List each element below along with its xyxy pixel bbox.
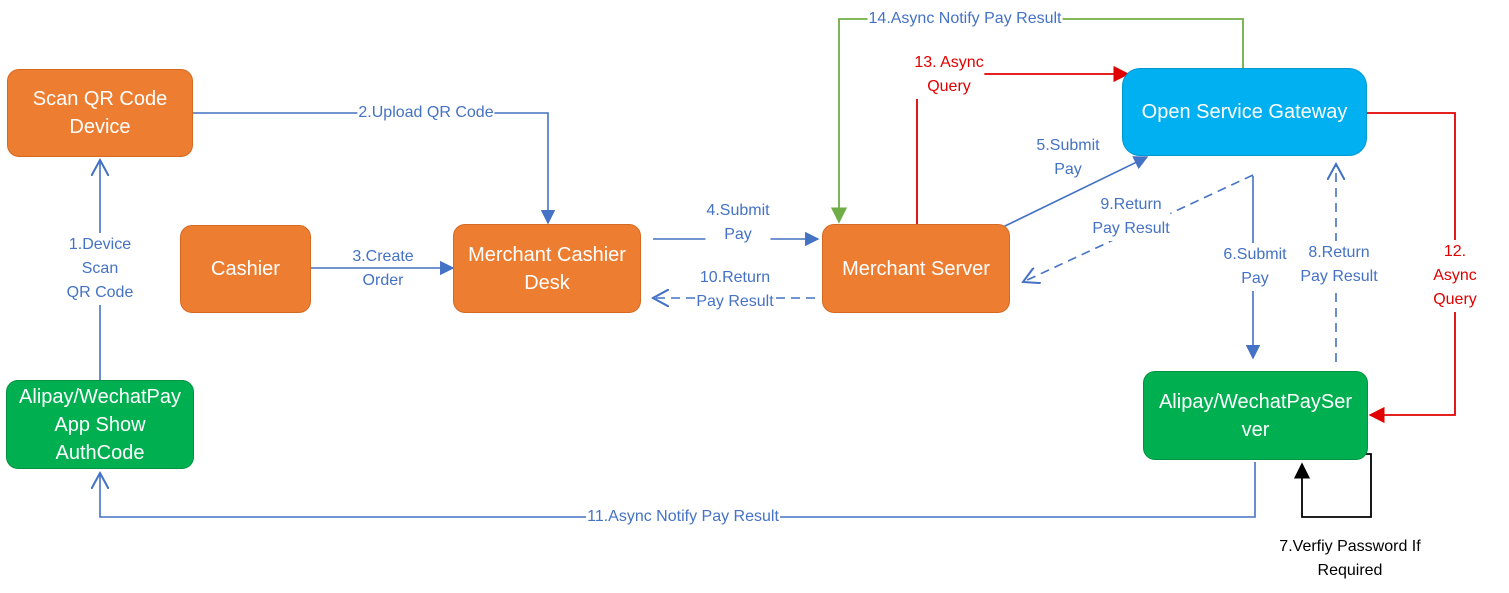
edge-6-label: 6.Submit Pay xyxy=(1222,243,1288,291)
merchant-cashier-desk-node: Merchant Cashier Desk xyxy=(453,224,641,313)
edge-7-label: 7.Verfiy Password If Required xyxy=(1279,538,1421,579)
edge-5-arrow xyxy=(1002,156,1149,228)
open-service-gateway-label: Open Service Gateway xyxy=(1141,101,1348,123)
wallet-server-label: Alipay/WechatPaySer ver xyxy=(1158,390,1353,441)
scan-qr-code-device-label: Scan QR Code Device xyxy=(32,88,168,138)
edge-5-label: 5.Submit Pay xyxy=(1036,137,1100,178)
scan-qr-code-device-node: Scan QR Code Device xyxy=(7,69,193,157)
merchant-server-node: Merchant Server xyxy=(822,224,1010,313)
wallet-app-label: Alipay/WechatPay App Show AuthCode xyxy=(19,385,181,464)
cashier-label: Cashier xyxy=(211,258,280,280)
edge-8-label: 8.Return Pay Result xyxy=(1299,241,1379,289)
merchant-cashier-desk-label: Merchant Cashier Desk xyxy=(468,243,626,294)
edge-13-label: 13. Async Query xyxy=(913,51,985,99)
edge-3-label: 3.Create Order xyxy=(352,248,414,289)
cashier-node: Cashier xyxy=(180,225,311,313)
edge-11-label: 11.Async Notify Pay Result xyxy=(586,505,780,529)
edge-12-label: 12. Async Query xyxy=(1428,240,1482,312)
edge-2-label: 2.Upload QR Code xyxy=(357,101,495,125)
wallet-server-node: Alipay/WechatPaySer ver xyxy=(1143,371,1368,460)
edge-2-arrow xyxy=(193,112,556,225)
edge-4-label: 4.Submit Pay xyxy=(705,199,771,247)
edge-14-label: 14.Async Notify Pay Result xyxy=(867,7,1063,31)
edge-10-label: 10.Return Pay Result xyxy=(695,266,775,314)
open-service-gateway-node: Open Service Gateway xyxy=(1122,68,1367,156)
merchant-server-label: Merchant Server xyxy=(842,257,990,280)
wallet-app-node: Alipay/WechatPay App Show AuthCode xyxy=(6,380,194,469)
edge-7-arrow xyxy=(1293,453,1372,518)
edge-9-label: 9.Return Pay Result xyxy=(1091,193,1171,241)
edge-1-label: 1.Device Scan QR Code xyxy=(65,233,135,305)
